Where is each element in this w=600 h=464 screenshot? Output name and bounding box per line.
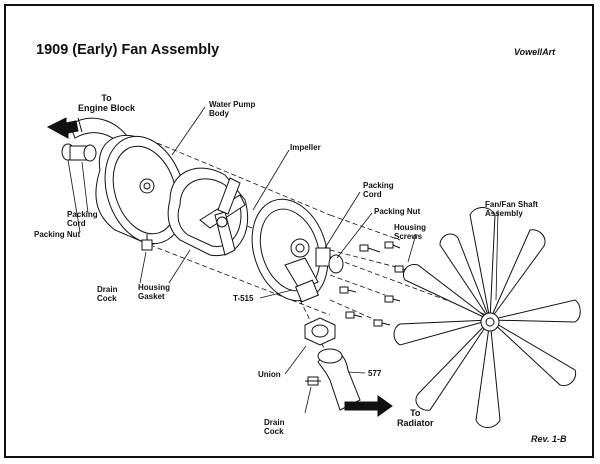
drain-cock-left	[141, 234, 153, 251]
label-drain-cock-left: Drain Cock	[97, 285, 117, 303]
fan-blades	[393, 207, 581, 428]
label-to-engine-block: To Engine Block	[78, 93, 135, 113]
label-packing-cord-right: Packing Cord	[363, 181, 394, 199]
label-to-engine-block-line1: To	[101, 93, 112, 103]
label-packing-nut-right: Packing Nut	[374, 207, 421, 216]
label-housing-screws-line1: Housing	[394, 223, 426, 232]
label-drain-cock-bottom: Drain Cock	[264, 418, 284, 436]
radiator-pipe-577	[317, 348, 361, 411]
label-packing-cord-right-line1: Packing	[363, 181, 394, 190]
label-impeller: Impeller	[290, 143, 321, 152]
radiator-arrow-shape	[344, 395, 393, 417]
label-part-577: 577	[368, 369, 382, 378]
label-drain-cock-bottom-line1: Drain	[264, 418, 285, 427]
label-drain-cock-left-line2: Cock	[97, 294, 117, 303]
revision-label: Rev. 1-B	[531, 434, 567, 444]
label-fan-shaft-assembly: Fan/Fan Shaft Assembly	[485, 200, 538, 218]
impeller	[199, 177, 246, 256]
union-nut	[304, 317, 336, 346]
leader-lines	[67, 106, 499, 414]
label-housing-gasket-line2: Gasket	[138, 292, 165, 301]
label-housing-gasket-line1: Housing	[138, 283, 170, 292]
label-drain-cock-left-line1: Drain	[97, 285, 118, 294]
label-water-pump-body-line2: Body	[209, 109, 229, 118]
left-packing-nut	[61, 143, 97, 162]
label-fan-shaft-line2: Assembly	[485, 209, 523, 218]
label-part-t515: T-515	[233, 294, 254, 303]
label-to-engine-block-line2: Engine Block	[78, 103, 136, 113]
label-fan-shaft-line1: Fan/Fan Shaft	[485, 200, 538, 209]
front-housing	[251, 198, 329, 303]
label-housing-gasket: Housing Gasket	[138, 283, 170, 301]
label-packing-cord-right-line2: Cord	[363, 190, 382, 199]
label-packing-cord-left-line2: Cord	[67, 219, 86, 228]
label-union: Union	[258, 370, 281, 379]
label-to-radiator-line1: To	[410, 408, 421, 418]
label-water-pump-body: Water Pump Body	[209, 100, 255, 118]
label-housing-screws-line2: Screws	[394, 232, 423, 241]
drain-cock-bottom	[305, 376, 321, 386]
label-housing-screws: Housing Screws	[394, 223, 426, 241]
label-to-radiator-line2: Radiator	[397, 418, 434, 428]
engine-arrow-shape	[46, 117, 79, 139]
water-pump-body	[95, 134, 187, 246]
brand-credit: VowellArt	[514, 47, 556, 57]
page-border	[4, 4, 594, 458]
page-title: 1909 (Early) Fan Assembly	[36, 42, 220, 58]
right-packing-assembly	[315, 247, 344, 274]
housing-screws	[339, 241, 411, 327]
label-drain-cock-bottom-line2: Cock	[264, 427, 284, 436]
label-packing-cord-left-line1: Packing	[67, 210, 98, 219]
label-packing-cord-left: Packing Cord	[67, 210, 98, 228]
label-water-pump-body-line1: Water Pump	[209, 100, 256, 109]
label-to-radiator: To Radiator	[397, 408, 434, 428]
label-packing-nut-left: Packing Nut	[34, 230, 81, 239]
